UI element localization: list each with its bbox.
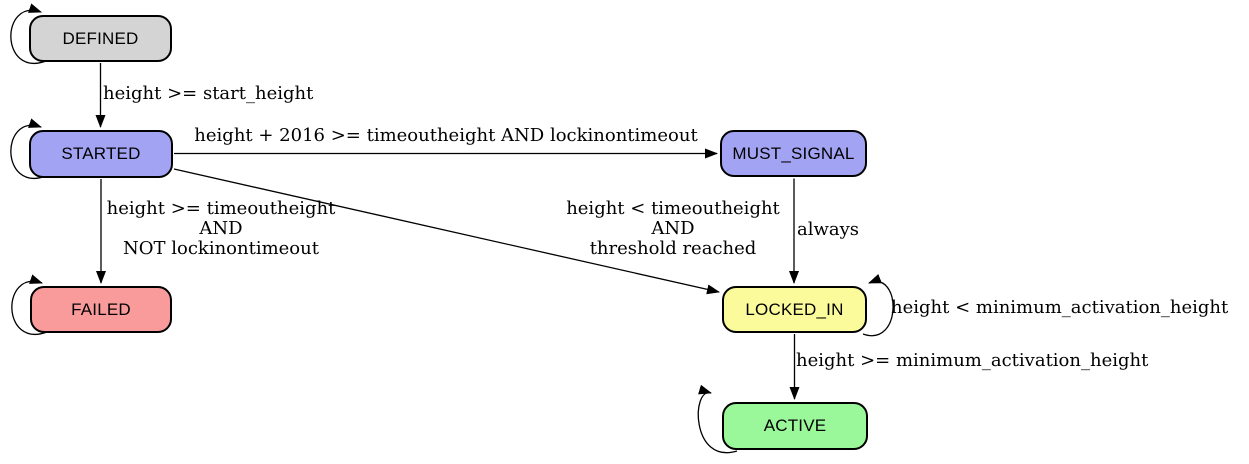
edge-label-started-to-locked-in: height < timeoutheight AND threshold rea…: [566, 198, 780, 259]
state-label-defined: DEFINED: [62, 28, 139, 48]
edge-label-locked-in-self-loop: height < minimum_activation_height: [891, 297, 1229, 318]
state-label-started: STARTED: [61, 144, 141, 163]
locked-in-self-loop-arrow: [862, 273, 894, 337]
edge-label-started-to-failed: height >= timeoutheight AND NOT lockinon…: [106, 198, 336, 259]
edge-label-started-to-must-signal: height + 2016 >= timeoutheight AND locki…: [194, 125, 698, 146]
state-node-defined: DEFINED: [29, 15, 172, 62]
state-node-failed: FAILED: [30, 286, 172, 333]
state-label-locked-in: LOCKED_IN: [745, 299, 844, 319]
state-node-must-signal: MUST_SIGNAL: [720, 130, 867, 177]
edge-label-defined-to-started: height >= start_height: [103, 83, 314, 104]
state-node-started: STARTED: [29, 130, 173, 178]
edge-label-locked-in-to-active: height >= minimum_activation_height: [796, 350, 1149, 371]
state-label-must-signal: MUST_SIGNAL: [732, 143, 855, 163]
state-node-locked-in: LOCKED_IN: [722, 286, 867, 333]
state-node-active: ACTIVE: [722, 402, 868, 450]
state-label-active: ACTIVE: [763, 416, 827, 435]
state-label-failed: FAILED: [71, 299, 131, 319]
edge-label-must-signal-to-locked-in: always: [797, 219, 860, 240]
